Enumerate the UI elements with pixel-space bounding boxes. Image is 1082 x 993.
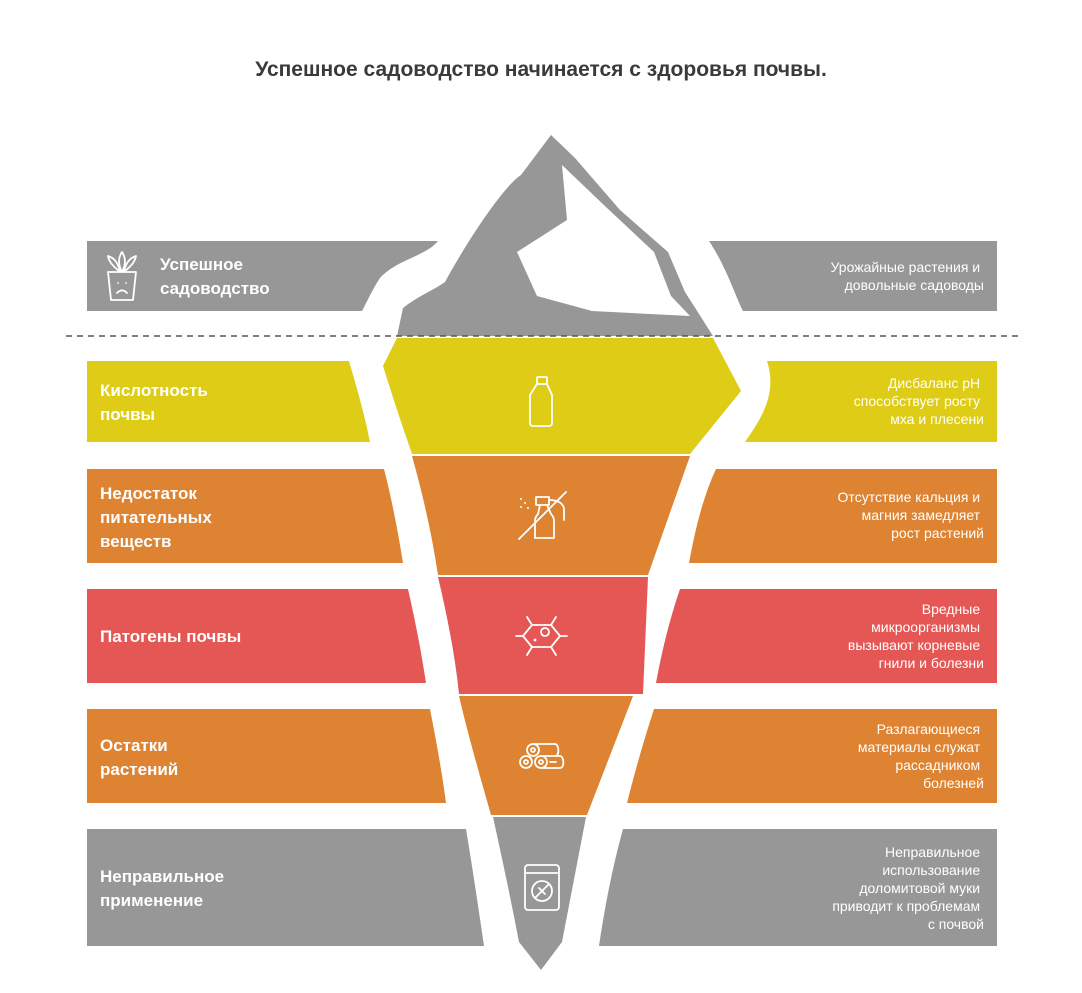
desc-misuse: Неправильное использование доломитовой м… <box>832 844 984 932</box>
iceberg-segment-nutrients <box>412 456 690 575</box>
band-nutrients: Недостаток питательных веществ Отсутстви… <box>87 456 997 575</box>
label-acidity: Кислотность почвы <box>100 381 213 424</box>
band-nutrients-right <box>689 469 997 563</box>
desc-top: Урожайные растения и довольные садоводы <box>831 259 984 293</box>
band-nutrients-left <box>87 469 403 563</box>
band-pathogens-left <box>87 589 426 683</box>
logs-icon <box>519 743 565 769</box>
band-pathogens: Патогены почвы Вредные микроорганизмы вы… <box>87 577 997 694</box>
desc-residues: Разлагающиеся материалы служат рассадник… <box>858 721 984 791</box>
fertilizer-bag-icon <box>524 864 560 911</box>
band-top-right <box>709 241 997 311</box>
label-nutrients: Недостаток питательных веществ <box>100 484 217 551</box>
band-top: Успешное садоводство Урожайные растения … <box>87 241 997 311</box>
band-misuse-left <box>87 829 484 946</box>
band-misuse: Неправильное применение Неправильное исп… <box>87 817 997 970</box>
band-residues-right <box>627 709 997 803</box>
band-residues-left <box>87 709 446 803</box>
label-residues: Остатки растений <box>100 736 178 779</box>
band-pathogens-right <box>656 589 997 683</box>
band-residues: Остатки растений Разлагающиеся материалы… <box>87 696 997 815</box>
band-acidity-left <box>87 361 370 442</box>
band-misuse-right <box>599 829 997 946</box>
iceberg-segment-acidity <box>383 338 741 454</box>
band-top-left <box>87 241 438 311</box>
label-misuse: Неправильное применение <box>100 867 229 910</box>
page-title: Успешное садоводство начинается с здоров… <box>255 58 827 81</box>
sad-plant-pot-icon <box>107 251 137 301</box>
label-pathogens: Патогены почвы <box>100 627 241 646</box>
no-spray-icon <box>518 491 567 540</box>
desc-nutrients: Отсутствие кальция и магния замедляет ро… <box>838 489 984 541</box>
desc-pathogens: Вредные микроорганизмы вызывают корневые… <box>848 601 984 671</box>
band-acidity: Кислотность почвы Дисбаланс pH способств… <box>87 338 997 454</box>
bacteria-icon <box>515 616 568 656</box>
bottle-icon <box>529 376 553 427</box>
label-top: Успешное садоводство <box>160 255 270 298</box>
iceberg-tip <box>397 135 713 336</box>
band-acidity-right <box>745 361 997 442</box>
desc-acidity: Дисбаланс pH способствует росту мха и пл… <box>854 375 984 427</box>
